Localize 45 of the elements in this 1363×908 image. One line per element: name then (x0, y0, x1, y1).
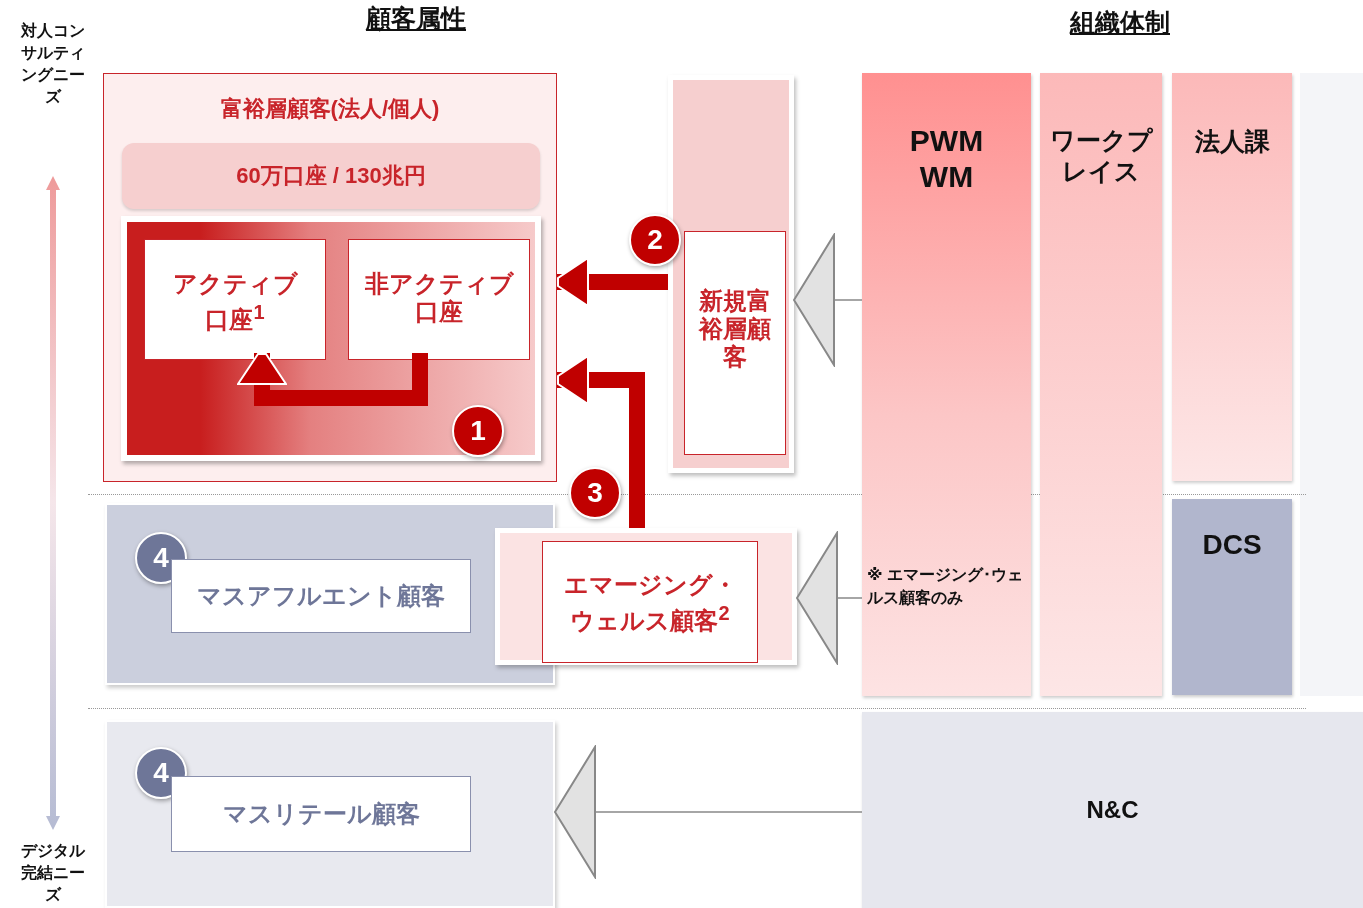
customer-label: エマージング・ウェルス顧客$^{2}$ (562, 569, 738, 635)
account-label: 非アクティブ口座 (364, 270, 514, 327)
organization-column (1040, 73, 1162, 696)
segment-panel (105, 720, 555, 908)
customer-box (171, 776, 471, 852)
segment-title: 富裕層顧客(法人/個人) (219, 95, 441, 123)
column-heading: 顧客属性 (364, 3, 467, 34)
organization-name: N&C (1086, 796, 1139, 824)
segment-panel (105, 503, 555, 685)
callout-number: 4 (153, 542, 169, 574)
account-label: アクティブ口座$^{1}$ (172, 270, 298, 335)
customer-box (542, 541, 758, 663)
organization-name: ワークプレイス (1049, 125, 1153, 187)
organization-panel (862, 712, 1363, 908)
callout-number: 4 (153, 757, 169, 789)
account-box (348, 239, 530, 360)
chevron-arrow (796, 532, 863, 664)
axis-label: 対人コンサルティングニーズ (20, 21, 86, 107)
callout-number: 3 (587, 477, 603, 509)
segment-panel (103, 73, 557, 482)
axis-label: デジタル完結ニーズ (20, 841, 86, 905)
account-box (144, 239, 326, 360)
callout-number: 1 (470, 415, 486, 447)
customer-label: 新規富裕層顧客 (697, 287, 772, 372)
customer-box (684, 231, 786, 455)
number-badge (629, 214, 681, 266)
callout-number: 2 (647, 224, 663, 256)
organization-name: DCS (1201, 529, 1263, 561)
column-heading: 組織体制 (1068, 7, 1171, 38)
customer-box (171, 559, 471, 633)
organization-name: PWM WM (908, 123, 985, 195)
summary-text: 60万口座 / 130兆円 (236, 162, 426, 190)
summary-bar (122, 143, 540, 209)
customer-label: マスアフルエント顧客 (197, 581, 445, 611)
customer-label: マスリテール顧客 (222, 799, 420, 829)
footnote-text: ※ エマージング･ウェルス顧客のみ (867, 565, 1024, 608)
organization-column (1172, 499, 1292, 695)
organization-column (1172, 73, 1292, 481)
number-badge (569, 467, 621, 519)
number-badge (452, 405, 504, 457)
chevron-arrow (554, 746, 863, 878)
chevron-arrow (793, 234, 863, 366)
gradient-panel (121, 216, 541, 461)
organization-column (862, 73, 1031, 696)
organization-name: 法人課 (1193, 126, 1271, 157)
